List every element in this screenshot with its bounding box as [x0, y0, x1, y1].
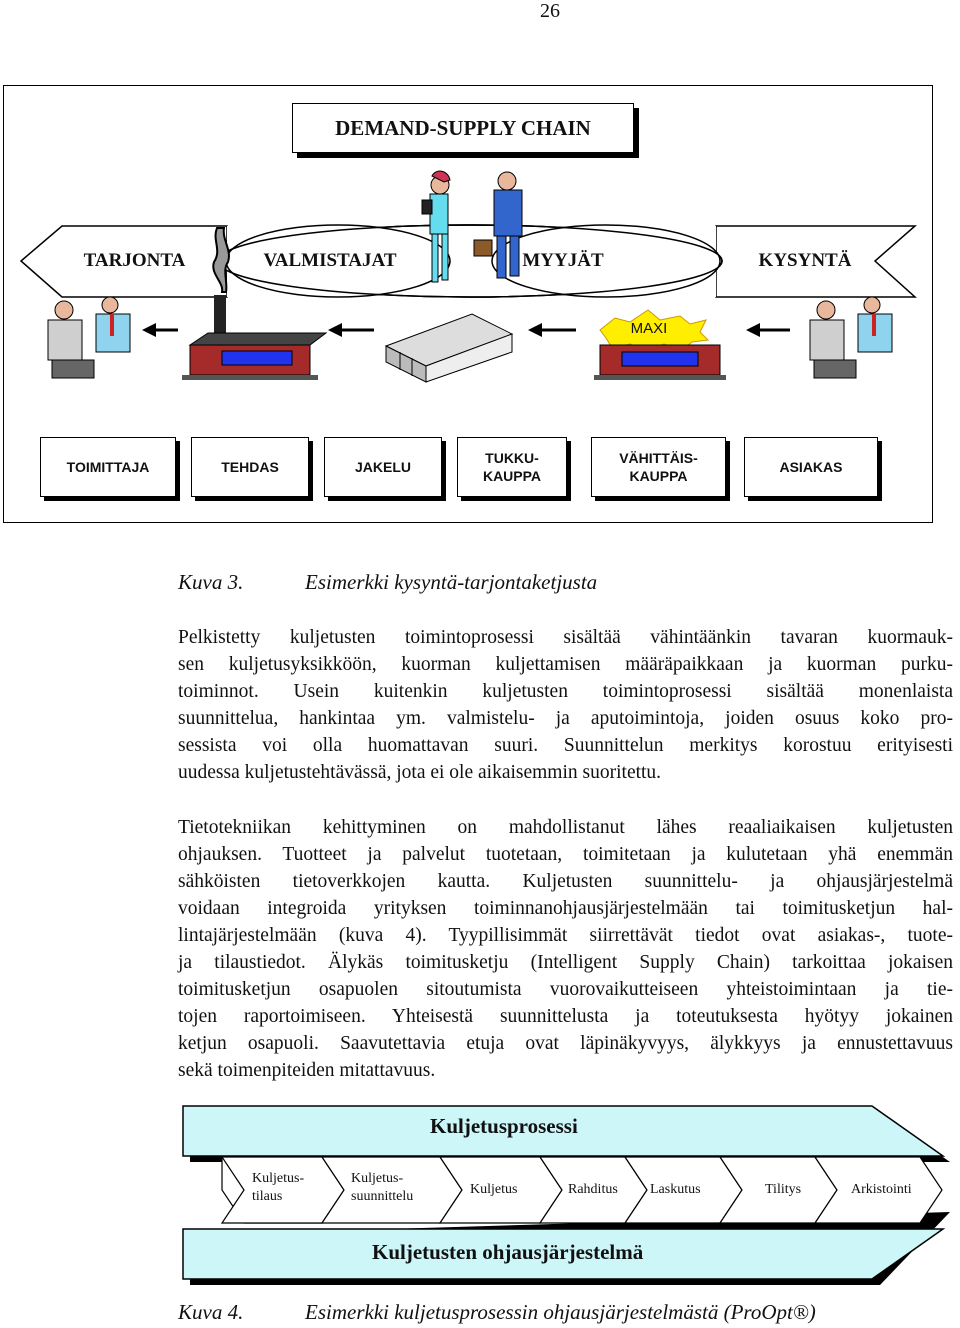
paragraph-line: ohjauksen. Tuotteet ja palvelut tuotetaa…	[178, 844, 953, 865]
step-tilitys: Tilitys	[765, 1182, 802, 1197]
step-arkistointi: Arkistointi	[851, 1182, 912, 1197]
chain-box-line1: TEHDAS	[221, 459, 279, 475]
page-number: 26	[540, 0, 560, 22]
chain-box-asiakas: ASIAKAS	[744, 437, 878, 497]
step-line2: suunnittelu	[351, 1189, 414, 1204]
chain-box-line1: VÄHITTÄIS-	[619, 450, 698, 466]
crane-icon	[212, 227, 230, 293]
step-kuljetussuunnittelu: Kuljetus- suunnittelu	[351, 1170, 413, 1206]
control-system-banner	[182, 1228, 946, 1280]
paragraph-line: ketjun osapuoli. Saavutettavia etuja ova…	[178, 1033, 953, 1054]
chain-box-line1: TOIMITTAJA	[66, 459, 150, 475]
paragraph-line: sen kuljetusyksikköön, kuorman kuljettam…	[178, 654, 953, 675]
process-banner-label: Kuljetusprosessi	[430, 1114, 578, 1138]
chain-box-jakelu: JAKELU	[324, 437, 442, 497]
paragraph-line: sessista voi olla huomattavan suuri. Suu…	[178, 735, 953, 756]
control-system-label: Kuljetusten ohjausjärjestelmä	[372, 1240, 644, 1264]
businesswoman-icon	[421, 170, 451, 283]
figure-3-graphics	[19, 170, 917, 383]
figure-3-title: DEMAND-SUPPLY CHAIN	[292, 103, 634, 153]
figure-3-caption-number: Kuva 3.	[178, 570, 244, 594]
paragraph-1: Pelkistetty kuljetusten toimintoprosessi…	[178, 624, 953, 786]
figure-3-caption-text: Esimerkki kysyntä-tarjontaketjusta	[305, 570, 598, 594]
step-kuljetustilaus: Kuljetus- tilaus	[252, 1170, 304, 1206]
chain-box-line2: KAUPPA	[482, 468, 542, 484]
chain-box-line1: JAKELU	[354, 459, 411, 475]
paragraph-line: sekä toimenpiteiden mitattavuus.	[178, 1060, 436, 1081]
paragraph-2: Tietotekniikan kehittyminen on mahdollis…	[178, 814, 953, 1084]
figure-4-caption-text: Esimerkki kuljetusprosessin ohjausjärjes…	[305, 1300, 816, 1324]
paragraph-line: Pelkistetty kuljetusten toimintoprosessi…	[178, 627, 953, 648]
paragraph-line: Tietotekniikan kehittyminen on mahdollis…	[178, 817, 953, 838]
label-valmistajat: VALMISTAJAT	[263, 250, 397, 271]
label-myyjat: MYYJÄT	[522, 250, 604, 271]
paragraph-line: toimitusketjun osapuolen sitoutumista vu…	[178, 979, 953, 1000]
office-workers-left-icon	[47, 296, 131, 379]
process-banner	[182, 1105, 946, 1157]
retail-store-icon	[594, 309, 726, 380]
process-steps	[220, 1156, 943, 1224]
paragraph-line: uudessa kuljetustehtävässä, jota ei ole …	[178, 762, 662, 783]
chain-box-toimittaja: TOIMITTAJA	[40, 437, 176, 497]
chain-box-tukkukauppa: TUKKU- KAUPPA	[457, 437, 567, 497]
step-kuljetus: Kuljetus	[470, 1182, 518, 1197]
businessman-icon	[473, 171, 523, 279]
paragraph-line: tojen raportoimiseen. Yhteisestä suunnit…	[178, 1006, 953, 1027]
step-line1: Kuljetus-	[351, 1171, 404, 1186]
chain-box-line1: TUKKU-	[485, 450, 539, 466]
step-laskutus: Laskutus	[650, 1182, 701, 1197]
paragraph-line: suunnittelua, hankintaa ym. valmistelu- …	[178, 708, 953, 729]
step-rahditus: Rahditus	[568, 1182, 618, 1197]
paragraph-line: voidaan integroida yrityksen toiminnanoh…	[178, 898, 953, 919]
paragraph-line: sähköisten tietoverkkojen kautta. Kuljet…	[178, 871, 953, 892]
label-kysynta: KYSYNTÄ	[758, 250, 852, 271]
chain-box-tehdas: TEHDAS	[191, 437, 309, 497]
step-line2: tilaus	[252, 1189, 283, 1204]
chain-box-line2: KAUPPA	[629, 468, 688, 484]
label-tarjonta: TARJONTA	[83, 250, 186, 271]
flow-arrows	[142, 323, 790, 337]
figure-3-frame	[3, 85, 933, 523]
chain-box-line1: ASIAKAS	[779, 459, 843, 475]
office-workers-right-icon	[809, 296, 893, 379]
figure-4-graphics	[182, 1105, 950, 1285]
figure-4-caption-number: Kuva 4.	[178, 1300, 244, 1324]
warehouse-icon	[384, 313, 514, 383]
paragraph-line: ja tilaustiedot. Älykäs toimitusketju (I…	[178, 952, 953, 973]
paragraph-line: toiminnot. Usein kuitenkin kuljetusten t…	[178, 681, 953, 702]
paragraph-line: lintajärjestelmään (kuva 4). Tyypillisim…	[178, 925, 953, 946]
maxi-label: MAXI	[630, 320, 668, 337]
chain-box-vahittaiskauppa: VÄHITTÄIS- KAUPPA	[591, 437, 726, 497]
factory-icon	[182, 295, 328, 380]
step-line1: Kuljetus-	[252, 1171, 305, 1186]
